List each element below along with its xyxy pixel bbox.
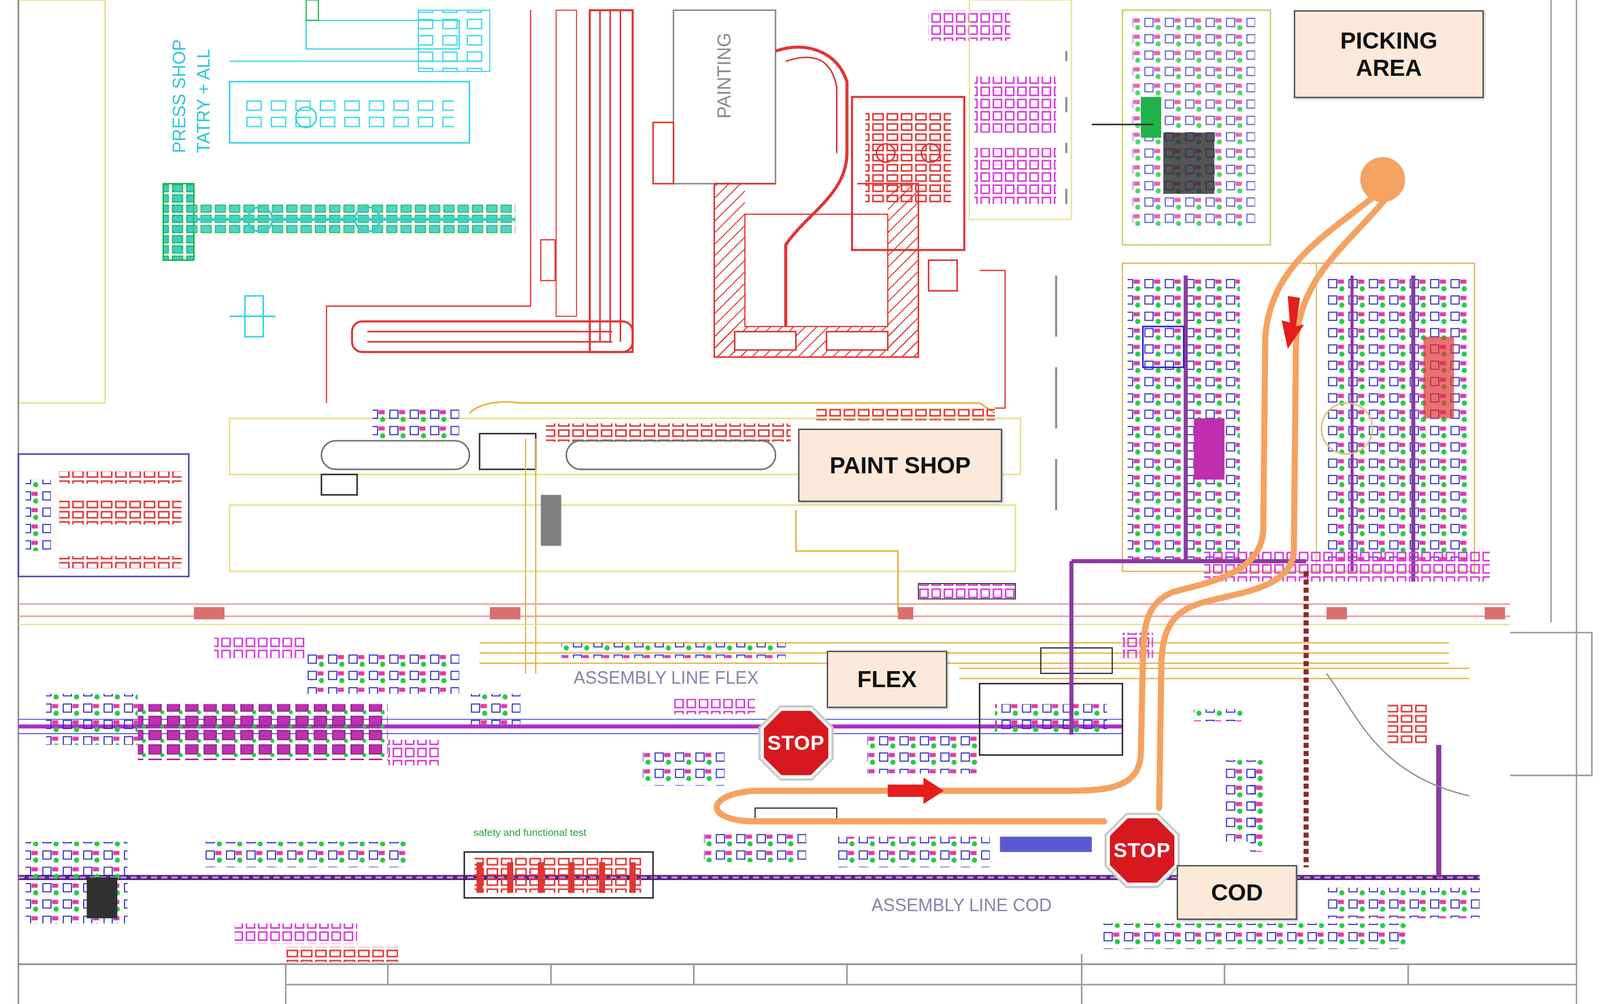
stop-sign: STOP xyxy=(757,704,835,782)
stop-text: STOP xyxy=(1113,838,1171,863)
area-label-box: PAINT SHOP xyxy=(798,428,1003,503)
station-name: safety and functional test xyxy=(471,826,589,838)
area-title: PICKING AREA xyxy=(1312,27,1466,81)
stop-text: STOP xyxy=(767,731,825,755)
area-title: COD xyxy=(1211,879,1264,906)
area-name: PRESS SHOP xyxy=(169,37,190,156)
line-name: ASSEMBLY LINE COD xyxy=(869,895,1054,916)
area-label-box: FLEX xyxy=(826,650,948,709)
area-label-box: PICKING AREA xyxy=(1293,10,1484,99)
area-name: PAINTING xyxy=(714,30,735,121)
area-title: PAINT SHOP xyxy=(829,452,971,479)
line-name: ASSEMBLY LINE FLEX xyxy=(571,668,761,688)
area-title: FLEX xyxy=(857,665,918,693)
stop-sign: STOP xyxy=(1103,812,1181,889)
area-name: TATRY + ALL xyxy=(193,47,214,156)
area-label-box: COD xyxy=(1176,865,1298,921)
